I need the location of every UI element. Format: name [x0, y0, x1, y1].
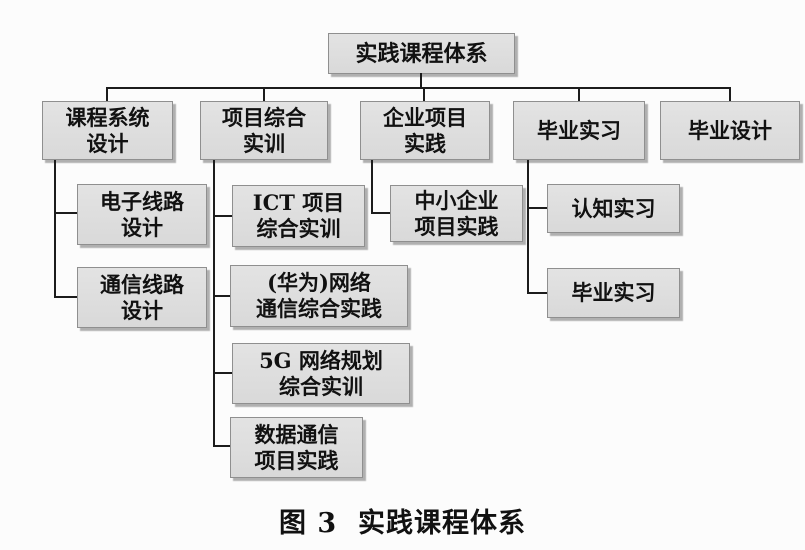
node-course-system-design: 课程系统 设计 [42, 101, 173, 160]
connector-root-crossbar [106, 87, 731, 89]
node-sme-project-practice: 中小企业 项目实践 [390, 185, 523, 242]
connector-branch2-stub-2 [213, 295, 230, 297]
node-project-comprehensive-training: 项目综合 实训 [200, 101, 328, 160]
connector-branch2-trunk [213, 160, 215, 447]
connector-drop-4 [578, 87, 580, 101]
connector-branch2-stub-4 [213, 445, 230, 447]
connector-branch1-trunk [54, 160, 56, 298]
connector-drop-5 [729, 87, 731, 101]
node-enterprise-project-practice: 企业项目 实践 [360, 101, 490, 160]
connector-drop-1 [106, 87, 108, 101]
figure-caption: 图 3 实践课程体系 [279, 508, 526, 539]
node-graduation-internship-child: 毕业实习 [547, 268, 680, 318]
node-huawei-network-communication-practice: (华为)网络 通信综合实践 [230, 265, 408, 327]
node-communication-circuit-design: 通信线路 设计 [77, 267, 207, 328]
node-graduation-design: 毕业设计 [660, 101, 800, 160]
connector-branch4-trunk [527, 160, 529, 294]
node-graduation-internship: 毕业实习 [513, 101, 645, 160]
node-practice-course-system: 实践课程体系 [328, 33, 515, 74]
connector-branch2-stub-1 [213, 215, 232, 217]
node-ict-project-training: ICT 项目 综合实训 [232, 185, 365, 247]
node-5g-network-planning-training: 5G 网络规划 综合实训 [232, 343, 410, 404]
node-electronic-circuit-design: 电子线路 设计 [77, 184, 207, 245]
connector-drop-3 [423, 87, 425, 101]
connector-branch1-stub-1 [54, 212, 77, 214]
connector-root-stem [420, 73, 422, 88]
node-data-communication-project-practice: 数据通信 项目实践 [230, 417, 363, 478]
connector-branch3-stub-1 [371, 212, 390, 214]
connector-branch3-trunk [371, 160, 373, 214]
connector-branch4-stub-1 [527, 207, 547, 209]
node-cognitive-internship: 认知实习 [547, 184, 680, 233]
connector-branch1-stub-2 [54, 296, 77, 298]
connector-branch4-stub-2 [527, 292, 547, 294]
connector-branch2-stub-3 [213, 372, 232, 374]
connector-drop-2 [263, 87, 265, 101]
